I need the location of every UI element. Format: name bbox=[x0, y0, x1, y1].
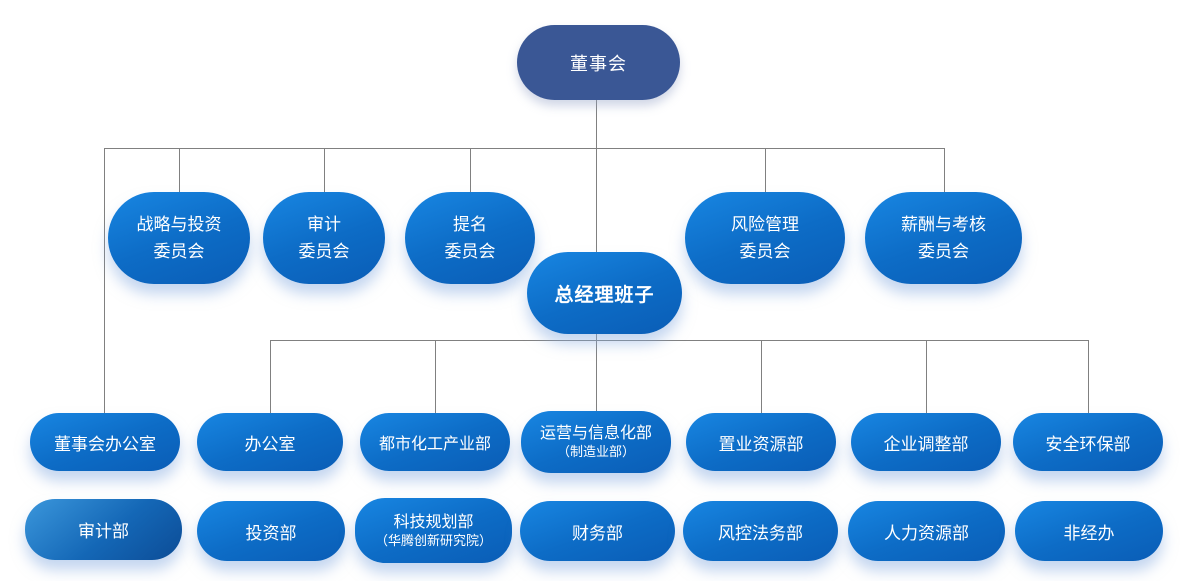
org-node-investment-dept: 投资部 bbox=[197, 501, 345, 561]
connector-stub-audit-committee bbox=[324, 148, 325, 192]
org-node-enterprise-adjustment-dept: 企业调整部 bbox=[851, 413, 1001, 471]
dept-label: 科技规划部 bbox=[393, 513, 474, 531]
org-node-board-office: 董事会办公室 bbox=[30, 413, 180, 471]
org-node-safety-environment-dept: 安全环保部 bbox=[1013, 413, 1163, 471]
org-node-urban-chemical-industry-dept: 都市化工产业部 bbox=[360, 413, 510, 471]
org-node-nomination-committee: 提名 委员会 bbox=[405, 192, 535, 284]
connector-stub-real-estate bbox=[761, 340, 762, 413]
connector-dept-row bbox=[270, 340, 1088, 341]
connector-stub-nomination-committee bbox=[470, 148, 471, 192]
org-node-compensation-assessment-committee: 薪酬与考核 委员会 bbox=[865, 192, 1022, 284]
connector-stub-office bbox=[270, 340, 271, 413]
org-node-tech-planning-dept: 科技规划部 （华腾创新研究院） bbox=[355, 498, 512, 563]
org-node-audit-committee: 审计 委员会 bbox=[263, 192, 385, 284]
connector-stub-enterprise-adjustment bbox=[926, 340, 927, 413]
org-node-audit-dept: 审计部 bbox=[25, 499, 182, 560]
dept-sublabel: （制造业部） bbox=[556, 444, 635, 460]
connector-stub-compensation-committee bbox=[944, 148, 945, 192]
org-node-finance-dept: 财务部 bbox=[520, 501, 675, 561]
org-node-real-estate-resources-dept: 置业资源部 bbox=[686, 413, 836, 471]
connector-board-office-drop bbox=[104, 148, 105, 413]
org-node-board: 董事会 bbox=[517, 25, 680, 100]
connector-stub-safety-environment bbox=[1088, 340, 1089, 413]
dept-label: 运营与信息化部 bbox=[539, 425, 652, 443]
org-node-hr-dept: 人力资源部 bbox=[848, 501, 1005, 561]
connector-stub-risk-committee bbox=[765, 148, 766, 192]
dept-sublabel: （华腾创新研究院） bbox=[374, 532, 492, 548]
org-node-non-operating-office: 非经办 bbox=[1015, 501, 1163, 561]
connector-committee-row bbox=[104, 148, 945, 149]
connector-board-to-gm bbox=[596, 100, 597, 252]
org-node-operations-informatization-dept: 运营与信息化部 （制造业部） bbox=[521, 411, 671, 473]
connector-stub-strategy-committee bbox=[179, 148, 180, 192]
connector-gm-to-dept-row bbox=[596, 334, 597, 411]
org-node-risk-legal-dept: 风控法务部 bbox=[683, 501, 838, 561]
connector-stub-urban-chemical bbox=[435, 340, 436, 413]
org-node-strategy-investment-committee: 战略与投资 委员会 bbox=[108, 192, 250, 284]
org-node-general-manager-team: 总经理班子 bbox=[527, 252, 682, 334]
org-node-office: 办公室 bbox=[197, 413, 343, 471]
org-node-risk-management-committee: 风险管理 委员会 bbox=[685, 192, 845, 284]
